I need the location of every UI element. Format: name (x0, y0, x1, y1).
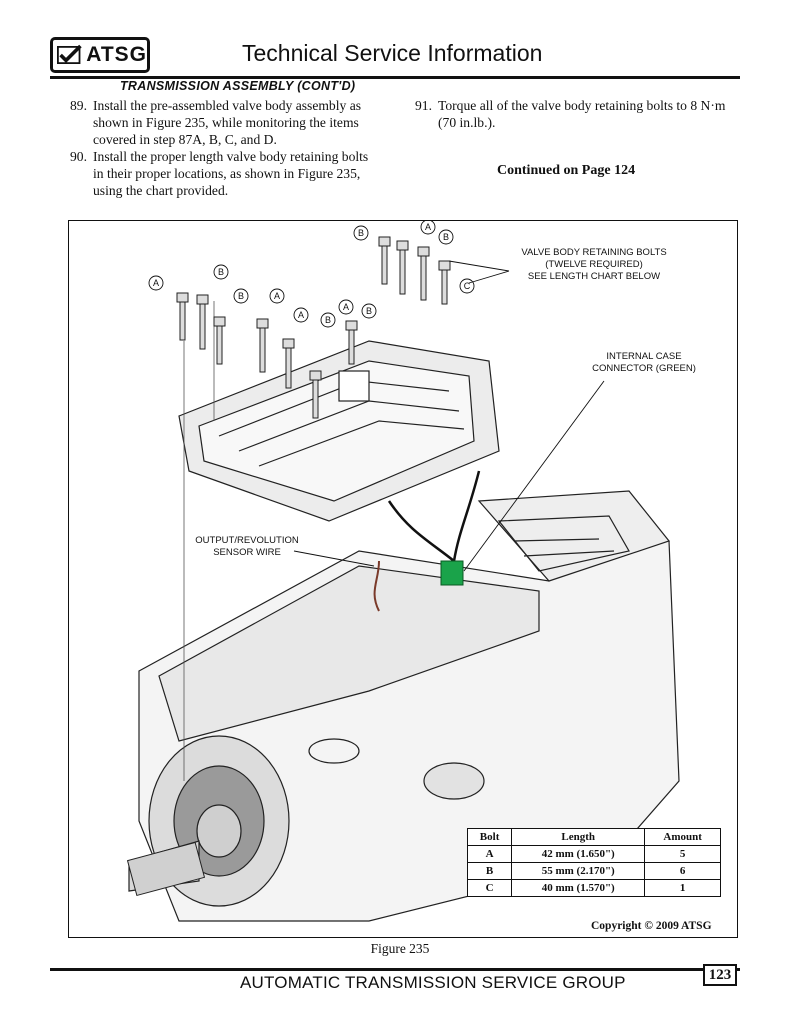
step-item: 89. Install the pre-assembled valve body… (70, 97, 380, 148)
column-header: Length (511, 828, 646, 846)
step-text: Install the pre-assembled valve body ass… (93, 98, 362, 147)
bolt-letter: A (425, 222, 431, 232)
bolt-letter: A (343, 302, 349, 312)
step-item: 90. Install the proper length valve body… (70, 148, 380, 199)
column-header: Bolt (466, 828, 513, 846)
callout-line: SENSOR WIRE (213, 547, 281, 558)
bolt-letter: A (298, 310, 304, 320)
header-divider (50, 76, 740, 79)
footer-text: AUTOMATIC TRANSMISSION SERVICE GROUP (240, 973, 626, 992)
table-cell: B (466, 862, 513, 880)
callout-line: CONNECTOR (GREEN) (592, 363, 696, 374)
step-number: 90. (70, 149, 87, 164)
step-text: Install the proper length valve body ret… (93, 149, 369, 198)
step-text: Torque all of the valve body retaining b… (438, 98, 726, 130)
page-title: Technical Service Information (242, 40, 543, 66)
table-header-row: Bolt Length Amount (466, 828, 721, 846)
figure-caption: Figure 235 (370, 941, 430, 956)
table-cell: 1 (644, 879, 721, 897)
bolt-letter: A (153, 278, 159, 288)
internal-case-connector (440, 560, 464, 586)
bolt-letter: B (358, 228, 364, 238)
table-row: A 42 mm (1.650") 5 (466, 845, 721, 863)
callout-line: VALVE BODY RETAINING BOLTS (521, 247, 667, 258)
table-cell: 40 mm (1.570") (511, 879, 646, 897)
bolt-letter: B (218, 267, 224, 277)
atsg-logo: ATSG (50, 37, 150, 73)
table-cell: 6 (644, 862, 721, 880)
column-header: Amount (644, 828, 721, 846)
callout-line: OUTPUT/REVOLUTION (195, 535, 299, 546)
table-cell: 5 (644, 845, 721, 863)
case-connector-callout: INTERNAL CASE CONNECTOR (GREEN) (579, 351, 709, 375)
step-item: 91. Torque all of the valve body retaini… (415, 97, 745, 131)
callout-line: INTERNAL CASE (606, 351, 682, 362)
page-number: 123 (703, 964, 737, 986)
continued-note: Continued on Page 124 (497, 163, 636, 178)
bolt-letter: A (274, 291, 280, 301)
transmission-illustration: A B B A A B A B B A B C (126, 221, 680, 922)
checkmark-logo-icon (57, 44, 82, 65)
step-number: 91. (415, 98, 432, 113)
table-cell: 42 mm (1.650") (511, 845, 646, 863)
figure-235: A B B A A B A B B A B C VALVE BODY RETAI… (68, 220, 738, 938)
bolt-letter: B (238, 291, 244, 301)
table-row: B 55 mm (2.170") 6 (466, 862, 721, 880)
bolt-letter: C (464, 281, 471, 291)
section-heading: TRANSMISSION ASSEMBLY (CONT'D) (120, 79, 356, 93)
logo-text: ATSG (86, 43, 147, 66)
sensor-wire-callout: OUTPUT/REVOLUTION SENSOR WIRE (187, 535, 307, 559)
copyright-notice: Copyright © 2009 ATSG (591, 920, 712, 932)
steps-left-column: 89. Install the pre-assembled valve body… (70, 97, 380, 199)
callout-line: (TWELVE REQUIRED) (545, 259, 643, 270)
steps-right-column: 91. Torque all of the valve body retaini… (415, 97, 745, 131)
bolt-letter: B (325, 315, 331, 325)
footer-divider (50, 968, 740, 971)
bolt-length-table: Bolt Length Amount A 42 mm (1.650") 5 B … (466, 828, 721, 897)
step-number: 89. (70, 98, 87, 113)
callout-line: SEE LENGTH CHART BELOW (527, 271, 661, 282)
table-cell: C (466, 879, 513, 897)
table-cell: A (466, 845, 513, 863)
retaining-bolts-callout: VALVE BODY RETAINING BOLTS (TWELVE REQUI… (489, 247, 699, 283)
table-cell: 55 mm (2.170") (511, 862, 646, 880)
table-row: C 40 mm (1.570") 1 (466, 879, 721, 897)
bolt-letter: B (443, 232, 449, 242)
bolt-letter: B (366, 306, 372, 316)
